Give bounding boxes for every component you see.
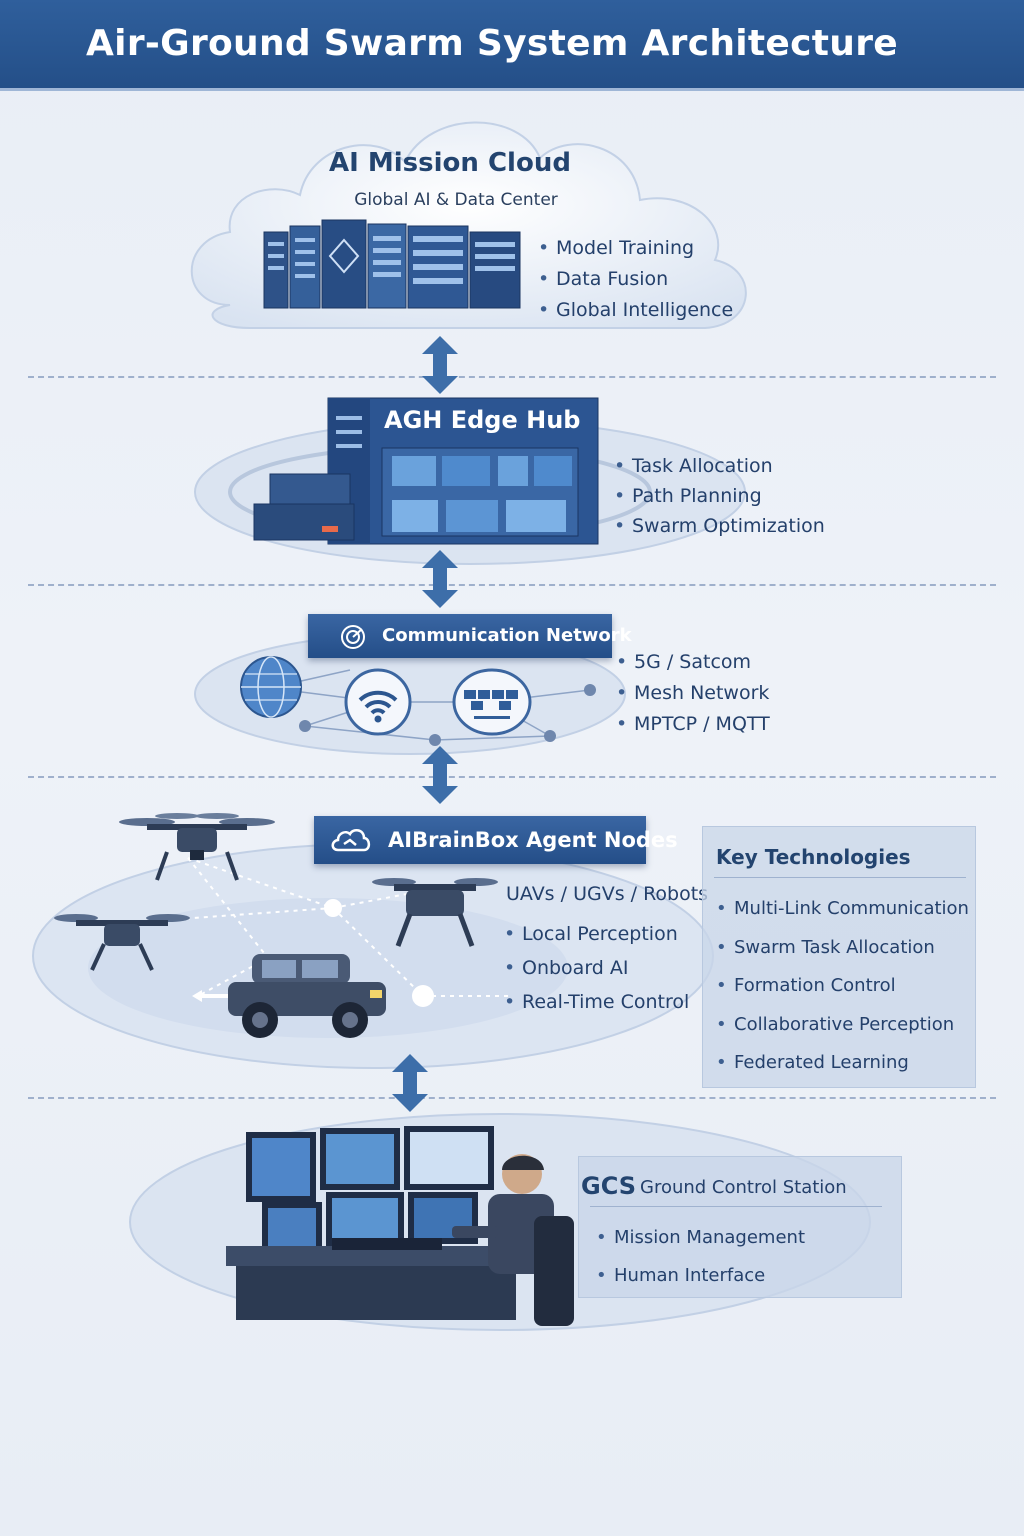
title-bar	[0, 0, 1024, 91]
gcs-abbreviation: GCS	[581, 1172, 637, 1200]
edge-feature-item: Task Allocation	[612, 451, 825, 481]
radar-icon	[341, 625, 365, 649]
gcs-feature-list: Mission Management Human Interface	[594, 1219, 805, 1295]
cloud-feature-item: Model Training	[536, 233, 733, 264]
cloud-feature-item: Data Fusion	[536, 264, 733, 295]
edge-hub-building-icon	[253, 397, 599, 545]
cloud-brain-icon	[331, 829, 371, 852]
key-technology-item: Formation Control	[714, 967, 969, 1006]
bidirectional-arrow-icon	[422, 336, 458, 394]
agent-feature-list: Local Perception Onboard AI Real-Time Co…	[502, 917, 689, 1019]
agent-feature-item: Local Perception	[502, 917, 689, 951]
bidirectional-arrow-icon	[392, 1054, 428, 1112]
page-title: Air-Ground Swarm System Architecture	[86, 23, 898, 64]
agent-feature-item: Onboard AI	[502, 951, 689, 985]
quadcopter-drone-icon	[119, 813, 275, 881]
key-technologies-divider	[714, 877, 966, 878]
network-heading: Communication Network	[382, 625, 632, 646]
bidirectional-arrow-icon	[422, 746, 458, 804]
globe-icon	[240, 656, 302, 718]
operator-workstation-icon	[226, 1126, 574, 1326]
cloud-feature-list: Model Training Data Fusion Global Intell…	[536, 233, 733, 326]
network-switch-icon	[452, 668, 532, 736]
layer-separator	[28, 376, 996, 378]
key-technology-item: Collaborative Perception	[714, 1006, 969, 1045]
layer-separator	[28, 1097, 996, 1099]
wifi-icon	[344, 668, 412, 736]
cloud-subheading: Global AI & Data Center	[354, 190, 558, 210]
quadcopter-drone-icon	[54, 914, 190, 971]
key-technology-item: Swarm Task Allocation	[714, 929, 969, 968]
bidirectional-arrow-icon	[422, 550, 458, 608]
quadcopter-drone-icon	[372, 878, 498, 947]
network-feature-item: 5G / Satcom	[614, 647, 770, 678]
server-rack-icon	[263, 219, 521, 309]
key-technologies-heading: Key Technologies	[716, 845, 911, 869]
key-technology-item: Federated Learning	[714, 1044, 969, 1083]
agent-feature-item: Real-Time Control	[502, 985, 689, 1019]
edge-feature-list: Task Allocation Path Planning Swarm Opti…	[612, 451, 825, 541]
network-feature-list: 5G / Satcom Mesh Network MPTCP / MQTT	[614, 647, 770, 740]
edge-feature-item: Swarm Optimization	[612, 511, 825, 541]
edge-feature-item: Path Planning	[612, 481, 825, 511]
cloud-heading: AI Mission Cloud	[329, 148, 571, 178]
key-technologies-list: Multi-Link Communication Swarm Task Allo…	[714, 890, 969, 1083]
network-feature-item: MPTCP / MQTT	[614, 709, 770, 740]
gcs-heading: Ground Control Station	[640, 1177, 847, 1198]
network-feature-item: Mesh Network	[614, 678, 770, 709]
ground-vehicle-icon	[228, 954, 386, 1038]
arrow-left-icon	[192, 990, 228, 1002]
layer-separator	[28, 776, 996, 778]
agent-heading: AIBrainBox Agent Nodes	[388, 828, 678, 852]
gcs-divider	[590, 1206, 882, 1207]
agent-subheading: UAVs / UGVs / Robots	[506, 883, 709, 905]
gcs-feature-item: Mission Management	[594, 1219, 805, 1257]
agent-banner	[314, 816, 646, 864]
key-technology-item: Multi-Link Communication	[714, 890, 969, 929]
edge-hub-heading: AGH Edge Hub	[384, 406, 581, 434]
layer-separator	[28, 584, 996, 586]
gcs-feature-item: Human Interface	[594, 1257, 805, 1295]
cloud-feature-item: Global Intelligence	[536, 295, 733, 326]
